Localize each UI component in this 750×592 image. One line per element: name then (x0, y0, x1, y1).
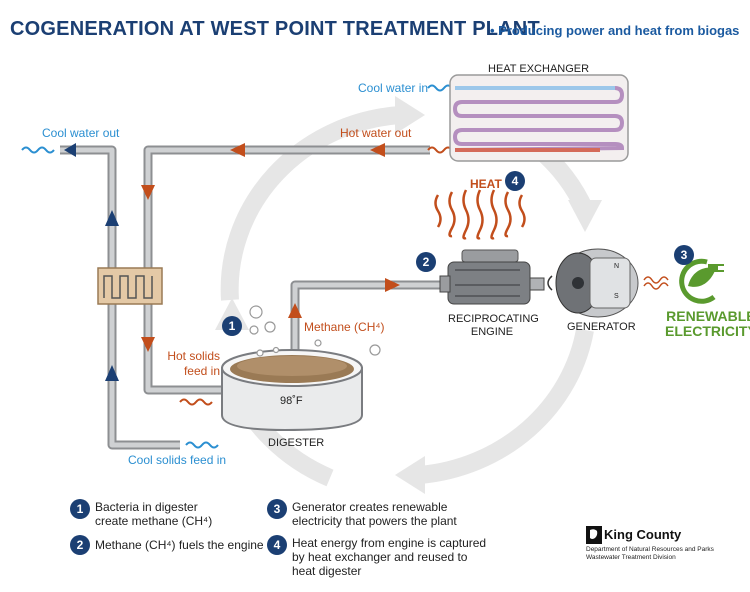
king-county-name: King County (604, 527, 682, 542)
legend-badge-3: 3 (267, 499, 287, 519)
digester-temperature: 98˚F (280, 395, 303, 407)
heat-label: HEAT (470, 177, 502, 191)
renewable-plug-icon (679, 258, 724, 304)
engine-label: RECIPROCATING ENGINE (448, 313, 539, 338)
heat-exchanger (449, 74, 629, 162)
heat-exchanger-label: HEAT EXCHANGER (488, 63, 590, 75)
cool-water-out-label: Cool water out (42, 126, 120, 140)
electricity-coil (643, 276, 669, 290)
cool-water-out-wave (21, 146, 55, 154)
step-badge-3: 3 (674, 245, 694, 265)
renewable-electricity-label: RENEWABLE ELECTRICITY (665, 308, 750, 339)
step-badge-1: 1 (222, 316, 242, 336)
methane-bubbles (249, 305, 381, 357)
cool-water-in-label: Cool water in (358, 81, 429, 95)
generator-pole-n: N (614, 263, 620, 270)
legend-badge-2: 2 (70, 535, 90, 555)
hot-water-out-label: Hot water out (340, 126, 412, 140)
legend-text-1: Bacteria in digester create methane (CH⁴… (95, 500, 213, 528)
solids-heat-exchanger (97, 267, 163, 305)
hot-water-out-wave (427, 146, 453, 154)
cool-solids-wave (185, 441, 219, 449)
heat-waves (434, 189, 526, 240)
cool-water-in-wave (427, 84, 453, 92)
page-title: COGENERATION AT WEST POINT TREATMENT PLA… (10, 18, 540, 40)
hot-solids-label: Hot solids feed in (167, 349, 220, 378)
reciprocating-engine (439, 249, 545, 305)
page-subtitle: • Producing power and heat from biogas (490, 23, 740, 38)
digester-label: DIGESTER (268, 437, 325, 449)
generator-pole-s: S (614, 293, 619, 300)
step-badge-4: 4 (505, 171, 525, 191)
cool-solids-feed-label: Cool solids feed in (128, 453, 227, 467)
step-badge-2: 2 (416, 252, 436, 272)
generator (547, 248, 639, 318)
king-county-department: Department of Natural Resources and Park… (586, 546, 714, 561)
cool-flow-arrows (64, 143, 119, 381)
legend-badge-1: 1 (70, 499, 90, 519)
legend-text-3: Generator creates renewable electricity … (292, 500, 457, 528)
digester-tank (221, 349, 363, 432)
legend-text-2: Methane (CH⁴) fuels the engine (95, 538, 264, 552)
legend-text-4: Heat energy from engine is captured by h… (292, 536, 487, 578)
methane-label: Methane (CH⁴) (304, 320, 385, 334)
king-county-logo-icon (586, 526, 602, 544)
legend-badge-4: 4 (267, 535, 287, 555)
hot-solids-wave (179, 398, 213, 406)
generator-label: GENERATOR (567, 321, 636, 333)
hot-flow-arrows (141, 143, 400, 352)
